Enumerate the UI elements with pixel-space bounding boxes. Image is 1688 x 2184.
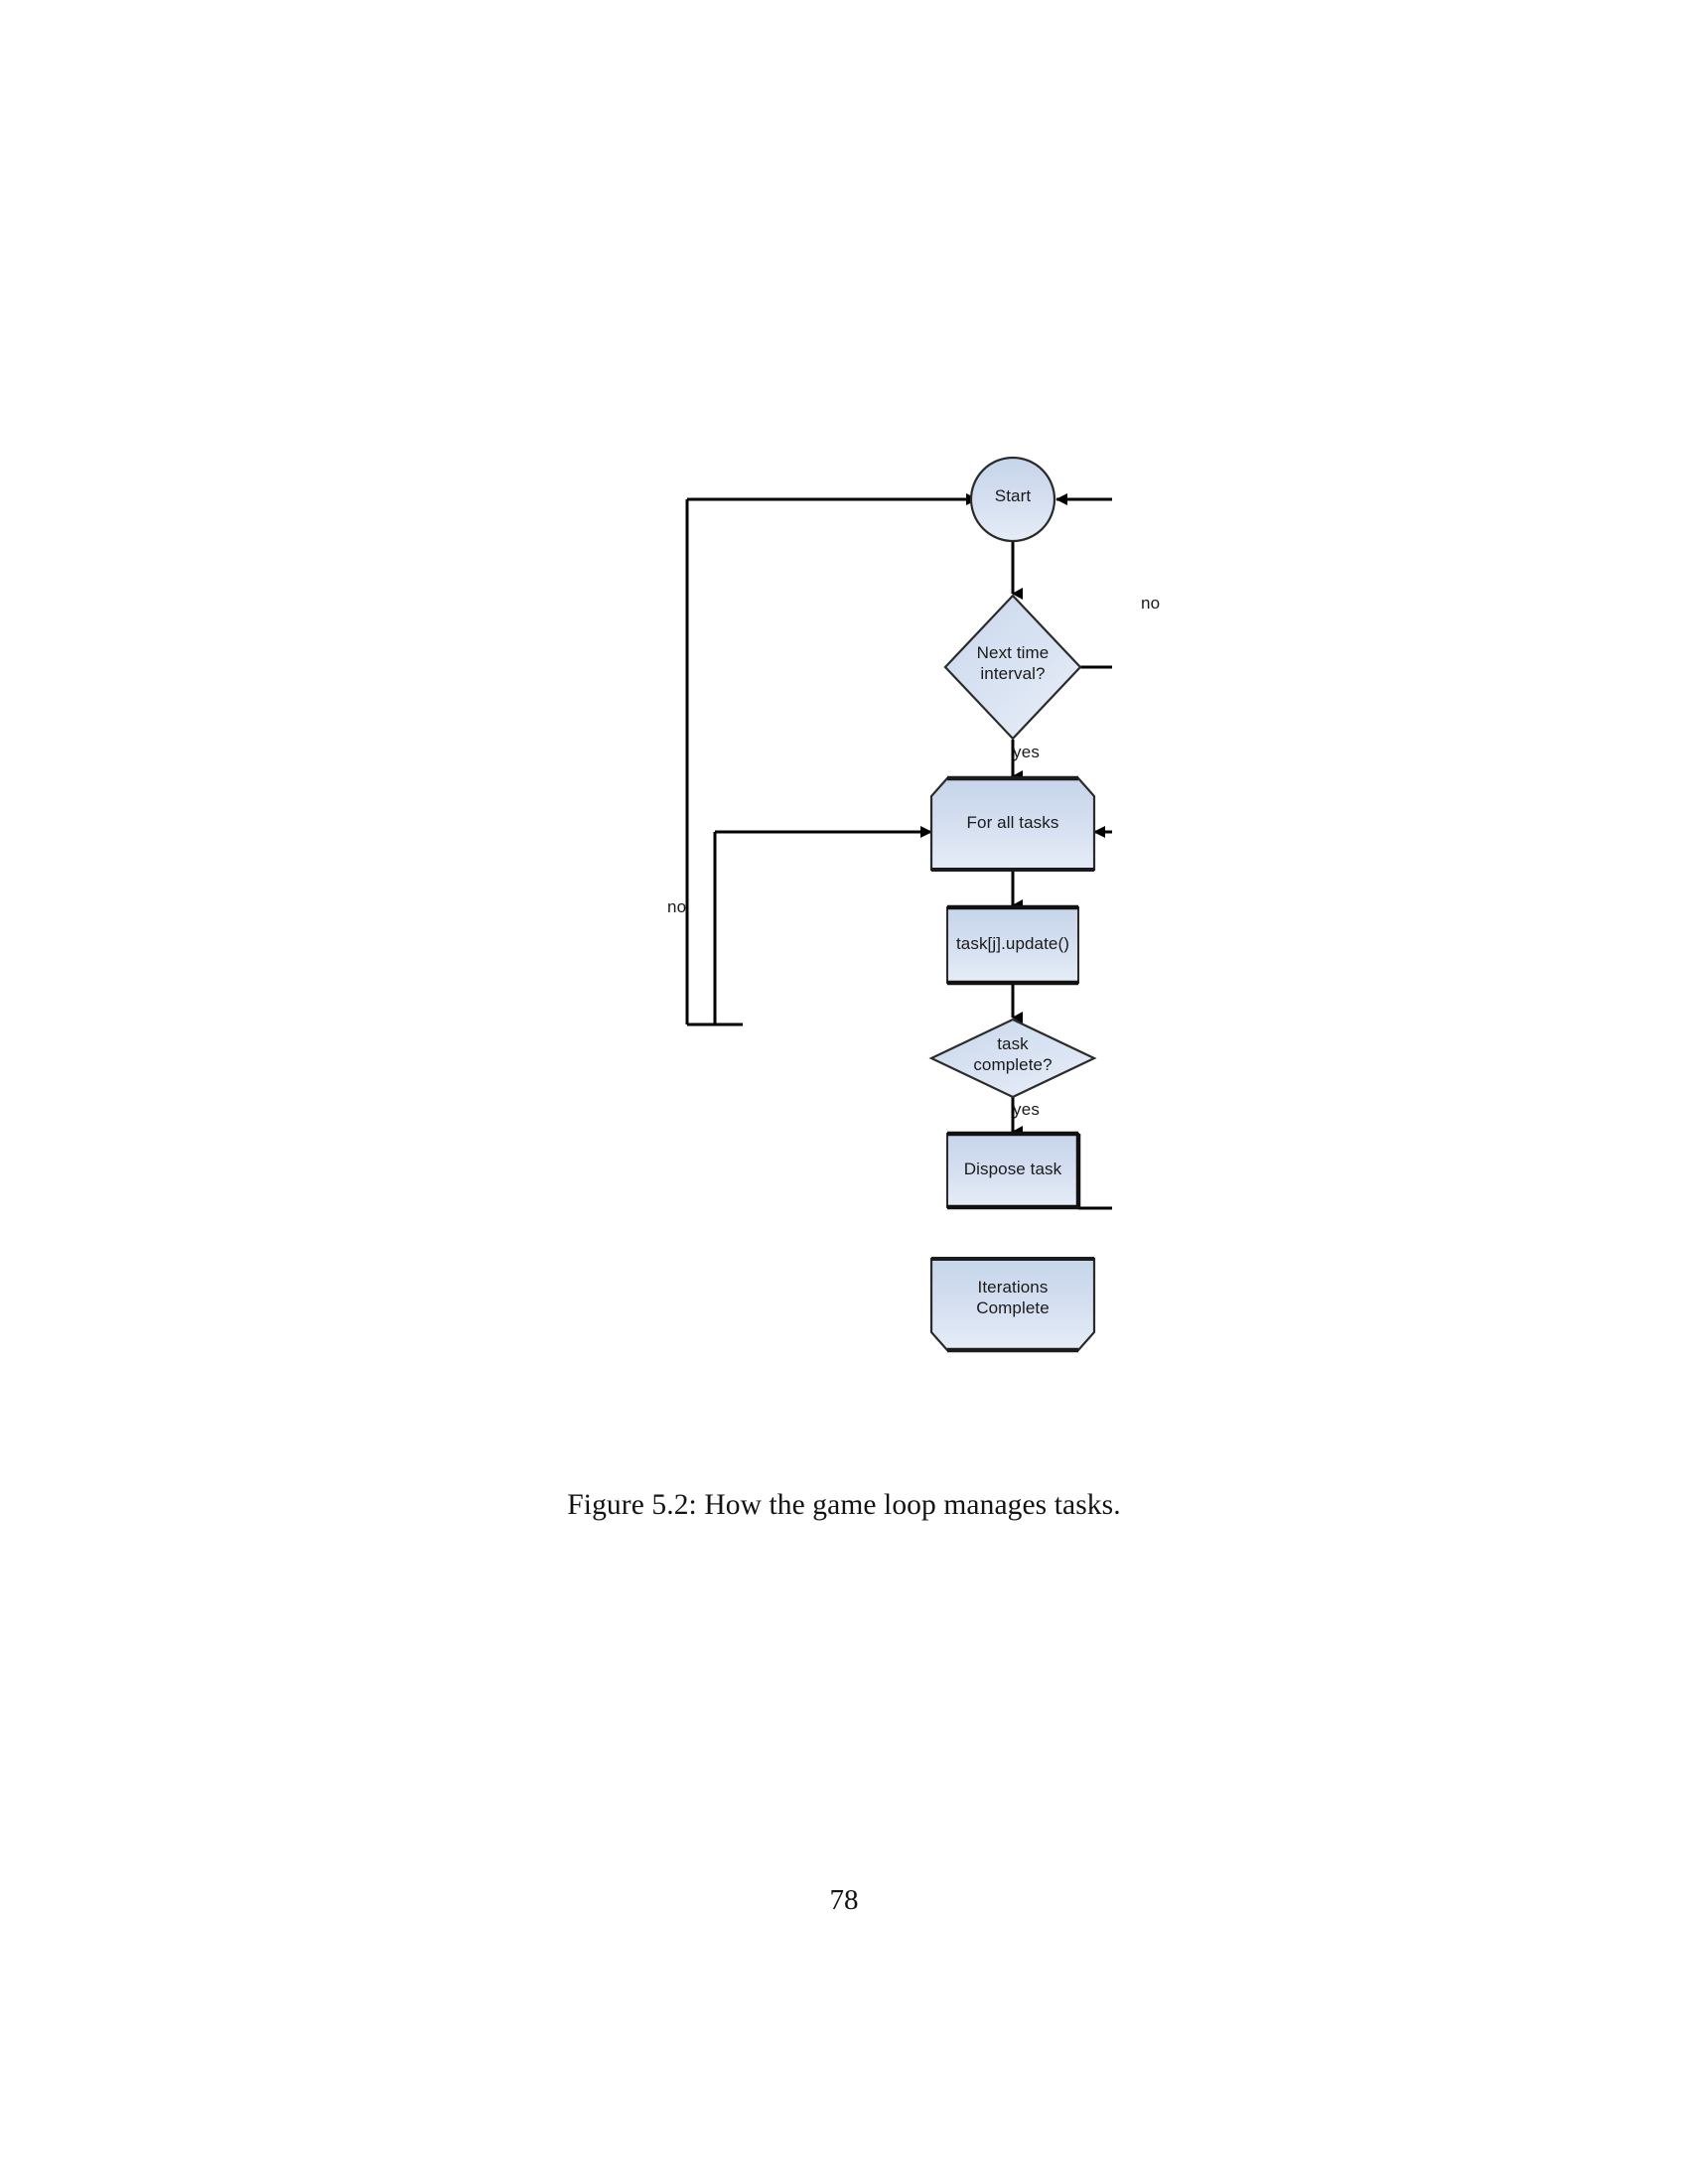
node-dispose-task[interactable]: [946, 1131, 1081, 1210]
edge-label-next-time-no: no: [1141, 594, 1161, 613]
node-start[interactable]: [969, 456, 1056, 543]
figure-caption: Figure 5.2: How the game loop manages ta…: [567, 1489, 1121, 1521]
connector-layer: [685, 493, 1112, 1210]
page-number: 78: [829, 1884, 859, 1916]
node-iterations-complete[interactable]: [929, 1257, 1096, 1353]
node-task-update[interactable]: [946, 904, 1079, 986]
flowchart-figure: Start Next time interval? For all tasks …: [616, 417, 1160, 1499]
edge-label-task-complete-no: no: [667, 897, 687, 916]
node-task-complete[interactable]: [928, 1018, 1097, 1099]
flowchart-canvas: [685, 456, 1112, 1353]
node-for-all-tasks[interactable]: [929, 775, 1096, 872]
node-next-time-interval[interactable]: [943, 594, 1082, 741]
edge-label-task-complete-yes: yes: [1013, 1100, 1041, 1119]
edge-label-next-time-yes: yes: [1013, 743, 1041, 761]
